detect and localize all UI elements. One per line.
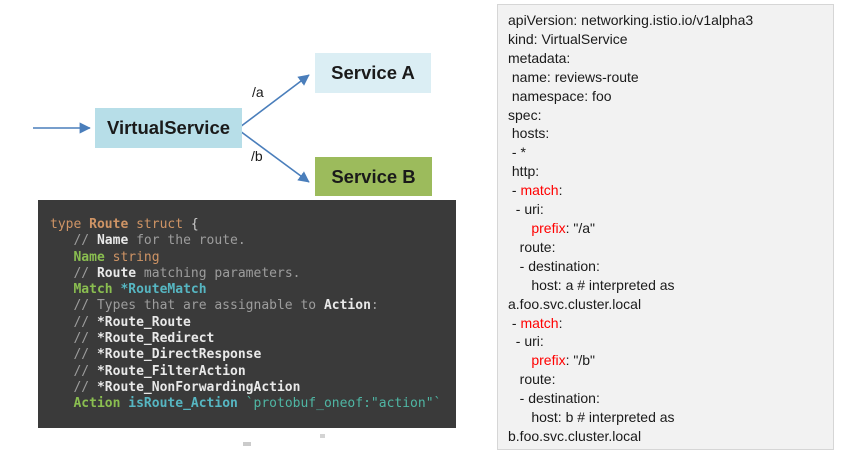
service-b-box: Service B	[315, 157, 432, 196]
text-line: - *	[508, 144, 526, 161]
text-line: - destination:	[508, 390, 600, 407]
text-line: prefix: "/b"	[531, 352, 595, 369]
text-line: host: b # interpreted as	[508, 409, 675, 426]
text-line: // *Route_DirectResponse	[50, 347, 262, 363]
text-line: metadata:	[508, 49, 571, 66]
text-line: - uri:	[508, 201, 544, 218]
text-line: // *Route_FilterAction	[50, 363, 246, 379]
text-line: // Route matching parameters.	[50, 265, 301, 281]
text-line: spec:	[508, 106, 542, 123]
text-line: name: reviews-route	[508, 68, 639, 85]
virtualservice-yaml-panel: apiVersion: networking.istio.io/v1alpha3…	[497, 4, 834, 450]
text-line: - match:	[508, 182, 563, 199]
text-line: // Types that are assignable to Action:	[50, 298, 379, 314]
text-line: route:	[508, 371, 556, 388]
text-line: - match:	[508, 314, 563, 331]
text-line: // Name for the route.	[50, 233, 246, 249]
service-a-label: Service A	[331, 62, 415, 83]
text-line: kind: VirtualService	[508, 30, 628, 47]
text-line: // *Route_NonForwardingAction	[50, 379, 301, 395]
text-line: host: a # interpreted as	[508, 276, 675, 293]
text-line: b.foo.svc.cluster.local	[508, 427, 642, 444]
routing-arrows	[33, 74, 310, 183]
text-line: Name string	[73, 249, 160, 265]
service-a-box: Service A	[315, 53, 431, 93]
route-b-label: /b	[251, 148, 263, 164]
text-line: a.foo.svc.cluster.local	[508, 295, 642, 312]
text-line: hosts:	[508, 125, 550, 142]
text-line: route:	[508, 238, 556, 255]
text-line: prefix: "/a"	[531, 219, 595, 236]
text-line: apiVersion: networking.istio.io/v1alpha3	[508, 12, 754, 28]
text-line: - uri:	[508, 333, 544, 350]
text-line: Action isRoute_Action `protobuf_oneof:"a…	[73, 396, 442, 412]
text-line: - destination:	[508, 257, 600, 274]
arrow-to-service-a	[239, 74, 310, 128]
route-a-label: /a	[252, 84, 264, 100]
text-line: // *Route_Redirect	[50, 331, 215, 347]
text-line: Match *RouteMatch	[73, 282, 207, 298]
artifact-mark	[243, 442, 251, 446]
go-route-struct-code-block: type Route struct { // Name for the rout…	[38, 200, 456, 428]
text-line: http:	[508, 163, 540, 180]
text-line: type Route struct {	[50, 217, 199, 232]
text-line: namespace: foo	[508, 87, 612, 104]
artifact-mark	[320, 434, 325, 438]
virtualservice-box: VirtualService	[95, 108, 242, 148]
arrow-to-service-b	[239, 130, 310, 183]
service-b-label: Service B	[331, 165, 416, 187]
text-line: // *Route_Route	[50, 314, 191, 330]
virtualservice-label: VirtualService	[106, 117, 231, 138]
